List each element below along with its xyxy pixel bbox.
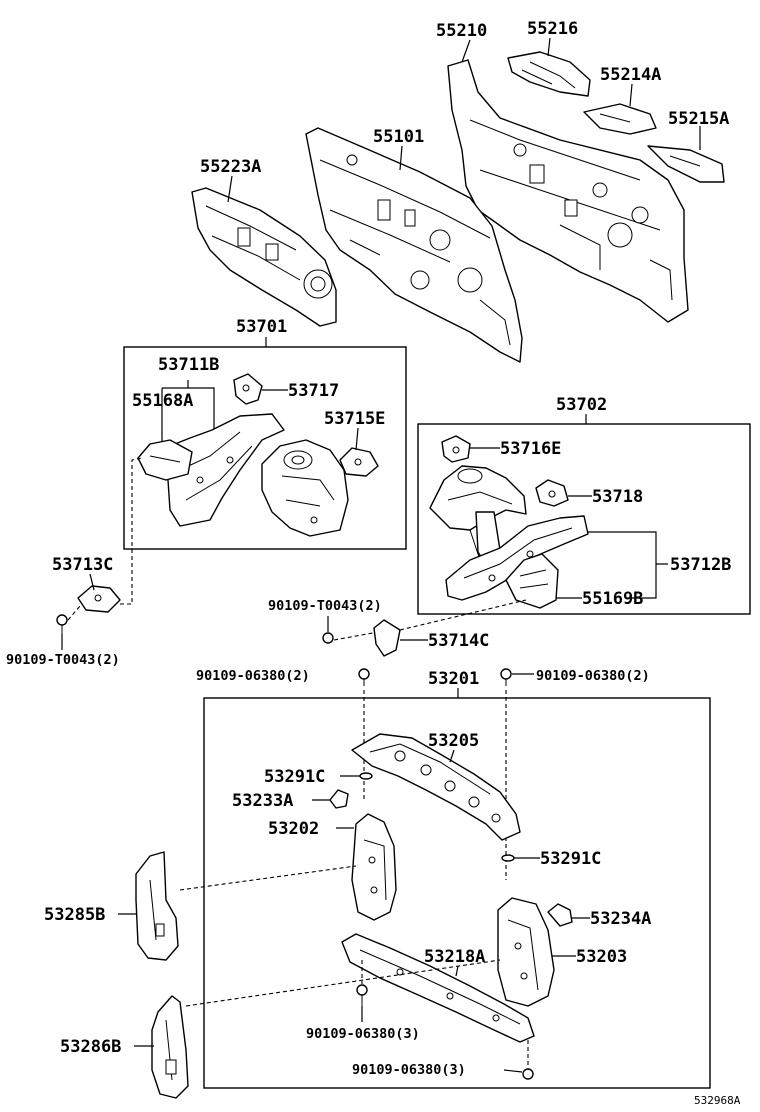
label-55210: 55210 — [436, 21, 487, 41]
label-53286b: 53286B — [60, 1037, 121, 1057]
label-bolt-t0043-left: 90109-T0043(2) — [6, 652, 120, 668]
label-53234a: 53234A — [590, 909, 651, 929]
bracket-53234a — [547, 903, 573, 927]
dashline-53286b — [185, 959, 501, 1007]
insulator-55216 — [507, 51, 591, 97]
apron-left-53711b — [159, 413, 285, 527]
label-53712b: 53712B — [670, 555, 731, 575]
label-53718: 53718 — [592, 487, 643, 507]
insulator-55215a — [647, 145, 725, 183]
group-frame-53701 — [123, 346, 407, 550]
clip-53291c-top — [359, 772, 373, 780]
leader-53218a — [455, 965, 459, 977]
bracket-53718 — [535, 479, 569, 507]
bracket-53713c — [77, 585, 121, 613]
bolt-06380-center — [356, 960, 368, 1022]
dashline-53714c — [399, 599, 527, 631]
apron-right-53712b — [445, 515, 589, 601]
dash-panel-55101 — [305, 127, 523, 363]
label-53715e: 53715E — [324, 409, 385, 429]
leader-55101 — [399, 145, 403, 171]
label-53716e: 53716E — [500, 439, 561, 459]
seal-53285b — [135, 851, 179, 961]
label-53291c-top: 53291C — [264, 767, 325, 787]
bolt-t0043-left — [56, 605, 81, 634]
label-53713c: 53713C — [52, 555, 113, 575]
label-bolt-t0043-mid: 90109-T0043(2) — [268, 598, 382, 614]
label-55216: 55216 — [527, 19, 578, 39]
bolt-06380-right — [500, 668, 534, 880]
label-55214a: 55214A — [600, 65, 661, 85]
dash-panel-55210 — [447, 59, 689, 323]
silencer-55223a — [191, 187, 337, 327]
support-lower-53218a — [341, 933, 535, 1043]
leader-55210 — [461, 39, 471, 63]
support-upper-53205 — [351, 733, 521, 841]
bracket-53716e — [441, 435, 471, 463]
panel-55168a — [137, 439, 193, 481]
label-53291c-bottom: 53291C — [540, 849, 601, 869]
label-53711b: 53711B — [158, 355, 219, 375]
bracket-53717 — [233, 373, 263, 405]
label-55215a: 55215A — [668, 109, 729, 129]
label-53218a: 53218A — [424, 947, 485, 967]
bracket-53714c — [373, 619, 401, 657]
leader-55223a — [227, 175, 233, 203]
label-53203: 53203 — [576, 947, 627, 967]
support-side-53203 — [497, 897, 555, 1007]
bracket-53233a — [329, 789, 349, 809]
label-55223a: 55223A — [200, 157, 261, 177]
leader-55216 — [547, 37, 551, 57]
label-bolt-06380-center: 90109-06380(3) — [306, 1026, 420, 1042]
label-53702: 53702 — [556, 395, 607, 415]
leader-53712b — [588, 531, 668, 599]
group-frame-53201 — [203, 697, 711, 1089]
clip-53291c-bottom — [501, 854, 515, 862]
support-side-53202 — [351, 813, 397, 921]
bolt-06380-left — [358, 668, 370, 800]
label-bolt-06380-bottom: 90109-06380(3) — [352, 1062, 466, 1078]
insulator-55214a — [583, 103, 657, 135]
label-53202: 53202 — [268, 819, 319, 839]
label-53205: 53205 — [428, 731, 479, 751]
label-53714c: 53714C — [428, 631, 489, 651]
dashline-53285b — [179, 865, 357, 891]
figure-code: 532968A — [694, 1094, 741, 1107]
bolt-t0043-mid — [322, 616, 379, 644]
leader-53205 — [449, 749, 455, 763]
label-55169b: 55169B — [582, 589, 643, 609]
label-53233a: 53233A — [232, 791, 293, 811]
label-55101: 55101 — [373, 127, 424, 147]
seal-53286b — [151, 995, 189, 1099]
leader-53715e — [355, 427, 359, 451]
label-53717: 53717 — [288, 381, 339, 401]
panel-55169b — [505, 553, 559, 609]
group-frame-53702 — [417, 423, 751, 615]
suspension-tower-left — [261, 439, 349, 537]
label-53701: 53701 — [236, 317, 287, 337]
bracket-53715e — [339, 447, 379, 477]
label-bolt-06380-left: 90109-06380(2) — [196, 668, 310, 684]
leader-55214a — [629, 83, 633, 107]
leader-53713c — [89, 573, 95, 591]
label-bolt-06380-right: 90109-06380(2) — [536, 668, 650, 684]
bolt-06380-bottom — [503, 1040, 534, 1080]
label-53285b: 53285B — [44, 905, 105, 925]
label-53201: 53201 — [428, 669, 479, 689]
leader-53711b — [162, 380, 215, 432]
label-55168a: 55168A — [132, 391, 193, 411]
dashline-53713c — [120, 457, 143, 605]
